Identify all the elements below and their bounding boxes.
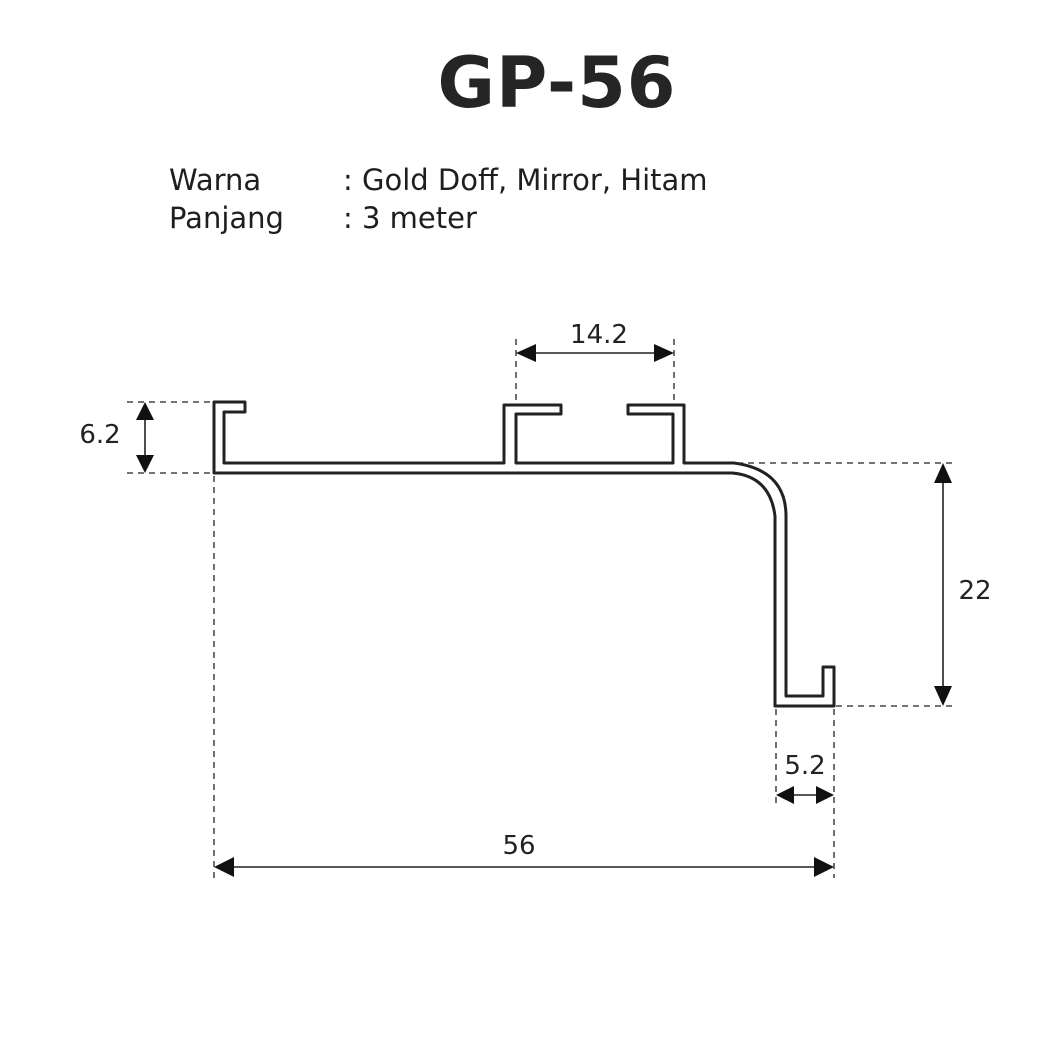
extension-lines [127,339,955,878]
dimension-total-width: 56 [502,831,535,861]
spec-row-warna: Warna : Gold Doff, Mirror, Hitam [169,166,708,195]
dimension-slot-width: 14.2 [570,320,628,350]
profile-outline [212,400,836,708]
dimension-drop-height: 22 [958,576,991,606]
dimension-foot-width: 5.2 [784,751,825,781]
spec-row-panjang: Panjang : 3 meter [169,204,477,233]
spec-label-panjang: Panjang [169,201,284,235]
dimension-lip-height: 6.2 [79,420,120,450]
spec-value-panjang: : 3 meter [343,201,477,235]
spec-value-warna: : Gold Doff, Mirror, Hitam [343,163,708,197]
spec-label-warna: Warna [169,163,262,197]
page-title: GP-56 [437,42,677,124]
arrowheads [136,344,952,877]
